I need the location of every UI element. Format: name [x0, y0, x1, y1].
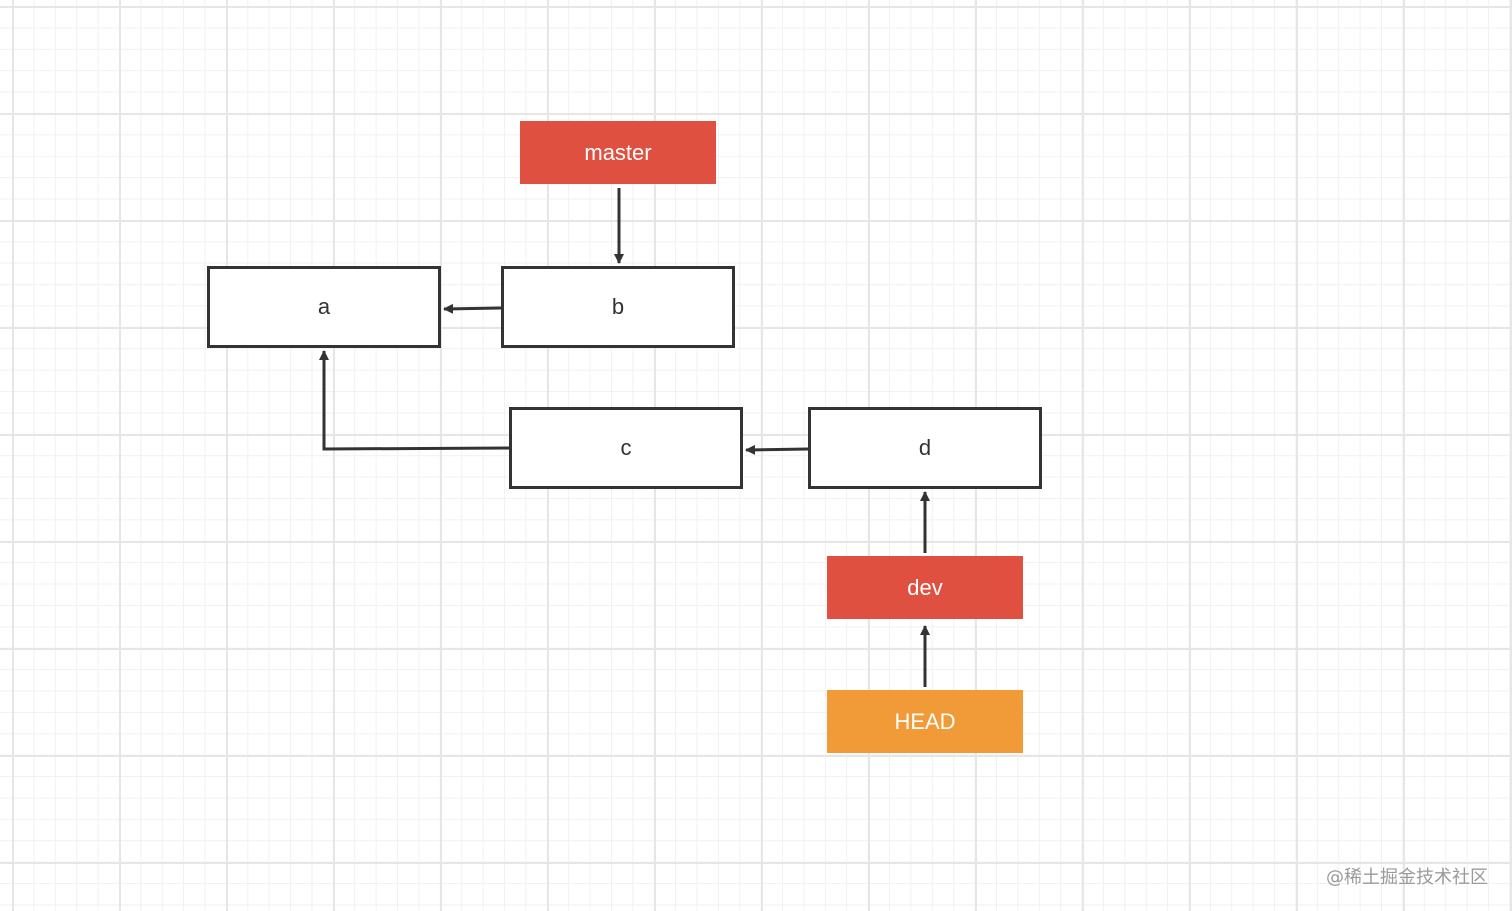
commit-b-text: b — [611, 294, 625, 319]
commit-a-text: a — [317, 294, 331, 319]
head-pointer-label: HEAD — [827, 690, 1023, 753]
edge-d-to-c — [745, 444, 809, 455]
branch-dev-text: dev — [907, 574, 943, 600]
edge-c-to-a — [319, 350, 510, 451]
commit-d-text: d — [918, 435, 932, 460]
commit-b-node: b — [501, 266, 735, 348]
commit-c-text: c — [620, 435, 632, 460]
branch-dev-label: dev — [827, 556, 1023, 619]
edge-b-to-a — [443, 303, 502, 314]
commit-c-node: c — [509, 407, 743, 489]
branch-master-text: master — [584, 139, 652, 165]
watermark: @稀土掘金技术社区 — [1326, 867, 1488, 888]
commit-a-node: a — [207, 266, 441, 348]
branch-master-label: master — [520, 121, 716, 184]
commit-d-node: d — [808, 407, 1042, 489]
head-pointer-text: HEAD — [894, 708, 956, 734]
